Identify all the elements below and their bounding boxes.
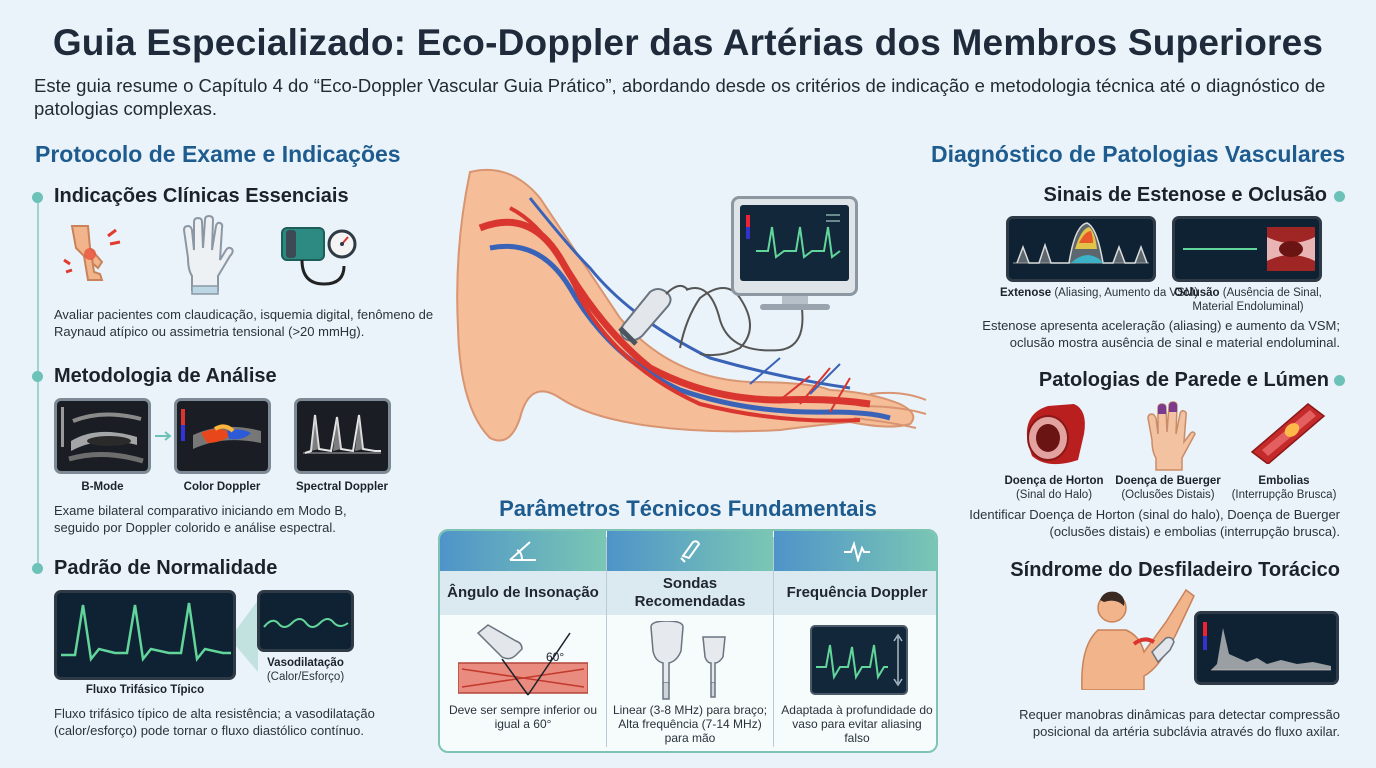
color-doppler-caption: Color Doppler	[183, 481, 261, 493]
stenosis-spectrum-screen	[1006, 216, 1156, 282]
param-divider	[773, 537, 774, 747]
probes-label: Sondas Recomendadas	[607, 571, 773, 615]
embolism-vessel-icon	[1250, 403, 1326, 464]
frequency-text: Adaptada à profundidade do vaso para evi…	[781, 703, 933, 745]
ultrasound-monitor	[731, 196, 858, 296]
buerger-caption: Doença de Buerger(Oclusões Distais)	[1115, 475, 1221, 501]
timeline-dot	[32, 192, 43, 203]
probe-cable	[685, 287, 804, 352]
thoracic-patient-illustration	[1081, 588, 1195, 690]
timeline-dot	[1334, 375, 1345, 386]
timeline-line	[37, 196, 39, 568]
monitor-stand	[782, 296, 808, 306]
probes-illustration	[650, 621, 726, 700]
params-title: Parâmetros Técnicos Fundamentais	[499, 496, 877, 521]
normality-text: Fluxo trifásico típico de alta resistênc…	[54, 706, 375, 738]
monitor-base	[760, 304, 830, 310]
timeline-dot	[32, 371, 43, 382]
stenosis-caption: Extenose (Aliasing, Aumento da VSM)	[1000, 287, 1199, 299]
axillary-flow-screen	[1194, 611, 1339, 685]
frequency-label: Frequência Doppler	[774, 571, 936, 615]
methodology-text: Exame bilateral comparativo iniciando em…	[54, 503, 347, 535]
methodology-title: Metodologia de Análise	[54, 365, 277, 387]
ultrasound-probe-icon	[618, 284, 689, 346]
frequency-screen	[810, 625, 908, 695]
indications-title: Indicações Clínicas Essenciais	[54, 185, 349, 207]
right-section-title: Diagnóstico de Patologias Vasculares	[931, 141, 1346, 167]
intro-text: Este guia resume o Capítulo 4 do “Eco-Do…	[34, 75, 1326, 119]
angle-icon	[509, 541, 536, 561]
param-divider	[606, 537, 607, 747]
thoracic-title: Síndrome do Desfiladeiro Torácico	[1010, 559, 1340, 581]
wall-title: Patologias de Parede e Lúmen	[1038, 369, 1329, 391]
thoracic-text: Requer manobras dinâmicas para detectar …	[1019, 707, 1340, 739]
angle-header	[440, 531, 606, 571]
angle-label: Ângulo de Insonação	[440, 571, 606, 615]
stenosis-title: Sinais de Estenose e Oclusão	[1043, 184, 1327, 206]
frequency-header	[774, 531, 936, 571]
arrow-right-icon	[155, 431, 172, 441]
params-table: Ângulo de Insonação 60° Deve ser sempre …	[438, 529, 938, 753]
b-mode-caption: B-Mode	[81, 481, 124, 493]
wall-text: Identificar Doença de Horton (sinal do h…	[969, 507, 1340, 539]
zoom-beam	[236, 600, 258, 672]
stenosis-text: Estenose apresenta aceleração (aliasing)…	[982, 318, 1340, 350]
leg-pain-icon	[63, 225, 121, 281]
buerger-hand-icon	[1147, 401, 1196, 471]
vessel-halo-icon	[1026, 404, 1085, 465]
normality-title: Padrão de Normalidade	[54, 557, 278, 579]
hand-icon	[182, 214, 234, 295]
timeline-dot	[32, 563, 43, 574]
page-title: Guia Especializado: Eco-Doppler das Arté…	[52, 22, 1324, 63]
indications-text: Avaliar pacientes com claudicação, isque…	[54, 307, 434, 339]
angle-text: Deve ser sempre inferior ou igual a 60°	[448, 703, 598, 731]
triphasic-caption: Fluxo Trifásico Típico	[85, 684, 205, 696]
occlusion-screen	[1172, 216, 1322, 282]
probes-text: Linear (3-8 MHz) para braço; Alta frequê…	[612, 703, 768, 745]
vasodilation-screen	[257, 590, 354, 652]
pulse-icon	[844, 540, 870, 562]
vasodilation-caption: Vasodilatação(Calor/Esforço)	[266, 657, 345, 683]
b-mode-image	[54, 398, 151, 474]
svg-text:60°: 60°	[546, 650, 564, 664]
arm-vascular-illustration	[456, 168, 927, 442]
horton-caption: Doença de Horton(Sinal do Halo)	[1004, 475, 1104, 501]
spectral-doppler-caption: Spectral Doppler	[295, 481, 389, 493]
probe-icon	[680, 540, 701, 563]
param-probes: Sondas Recomendadas Linear (3-8 MHz) par…	[607, 531, 773, 751]
color-doppler-image	[174, 398, 271, 474]
left-section-title: Protocolo de Exame e Indicações	[35, 141, 401, 167]
occlusion-caption: Oclusão (Ausência de Sinal, Material End…	[1174, 287, 1322, 313]
param-angle: Ângulo de Insonação 60° Deve ser sempre …	[440, 531, 606, 751]
insonation-angle-diagram: 60°	[458, 624, 588, 696]
param-frequency: Frequência Doppler Adaptada à profundida…	[774, 531, 936, 751]
probes-header	[607, 531, 773, 571]
blood-pressure-cuff-icon	[281, 227, 357, 286]
embolism-caption: Embolias(Interrupção Brusca)	[1231, 475, 1337, 501]
spectral-doppler-image	[294, 398, 391, 474]
timeline-dot	[1334, 191, 1345, 202]
triphasic-flow-screen	[54, 590, 236, 680]
